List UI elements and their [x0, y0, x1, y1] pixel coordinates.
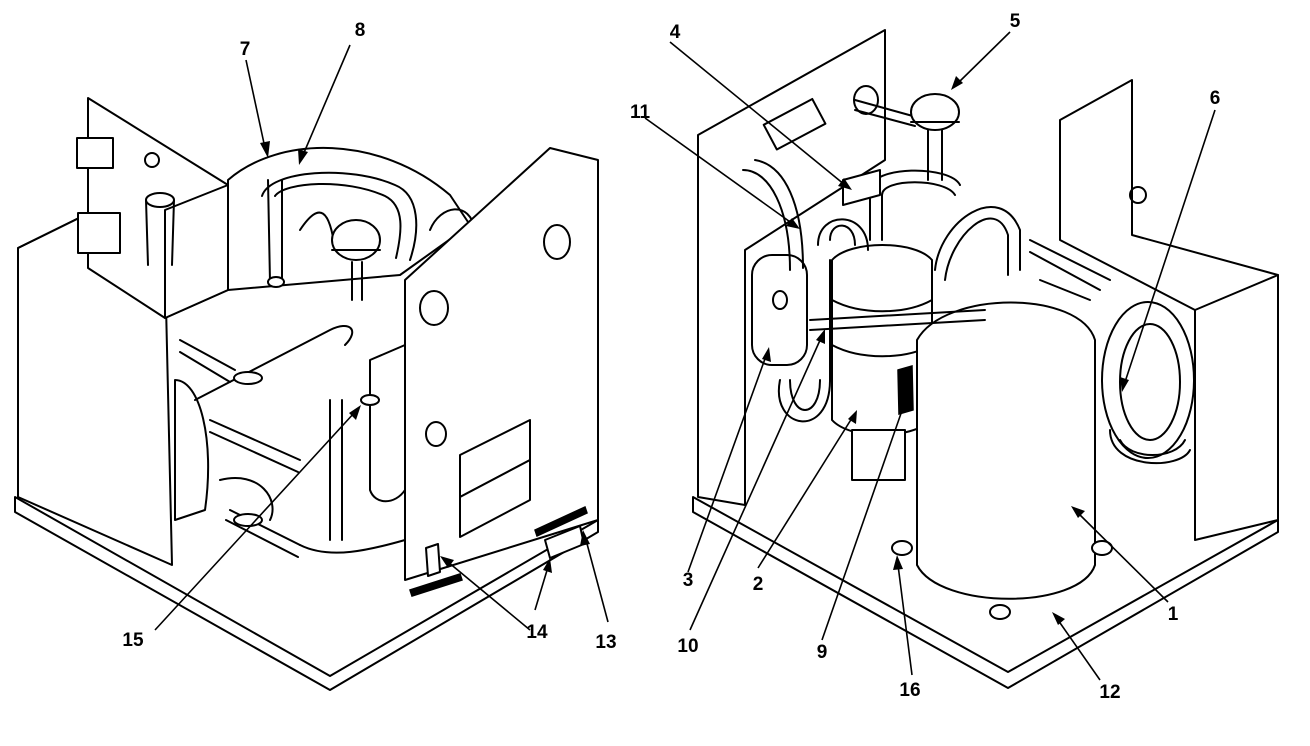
right-side-housing — [1059, 79, 1279, 541]
callout-16: 16 — [899, 680, 920, 701]
relay-component — [76, 137, 114, 169]
callout-5: 5 — [1010, 11, 1021, 32]
callout-15: 15 — [122, 630, 144, 651]
right-back-panel — [697, 29, 886, 506]
right-base-plate — [692, 496, 1279, 689]
callout-1: 1 — [1168, 604, 1179, 625]
callout-11: 11 — [630, 102, 651, 123]
left-compressor — [369, 344, 406, 503]
left-unit — [14, 97, 599, 691]
callout-6: 6 — [1210, 88, 1221, 109]
expansion-valve — [331, 219, 381, 261]
callout-numbers-right: 4 5 11 6 3 2 10 9 16 12 1 — [630, 11, 1220, 703]
contactor-component — [77, 212, 121, 254]
callout-8: 8 — [355, 20, 366, 41]
left-base-plate — [14, 496, 599, 691]
accumulator — [751, 254, 808, 366]
callout-3: 3 — [683, 570, 694, 591]
callout-12: 12 — [1099, 682, 1120, 703]
callout-7: 7 — [240, 39, 251, 60]
left-fan-coil — [174, 379, 210, 521]
callout-14: 14 — [526, 622, 548, 643]
top-valve — [910, 93, 960, 131]
rear-shroud — [227, 146, 471, 291]
callout-4: 4 — [670, 22, 681, 43]
callout-leaders — [154, 31, 1216, 681]
callout-10: 10 — [677, 636, 698, 657]
callout-9: 9 — [817, 642, 828, 663]
right-unit — [692, 29, 1279, 689]
callout-numbers-left: 7 8 15 14 13 — [122, 20, 616, 653]
callout-13: 13 — [595, 632, 616, 653]
callout-2: 2 — [753, 574, 764, 595]
right-compressor — [916, 301, 1096, 600]
